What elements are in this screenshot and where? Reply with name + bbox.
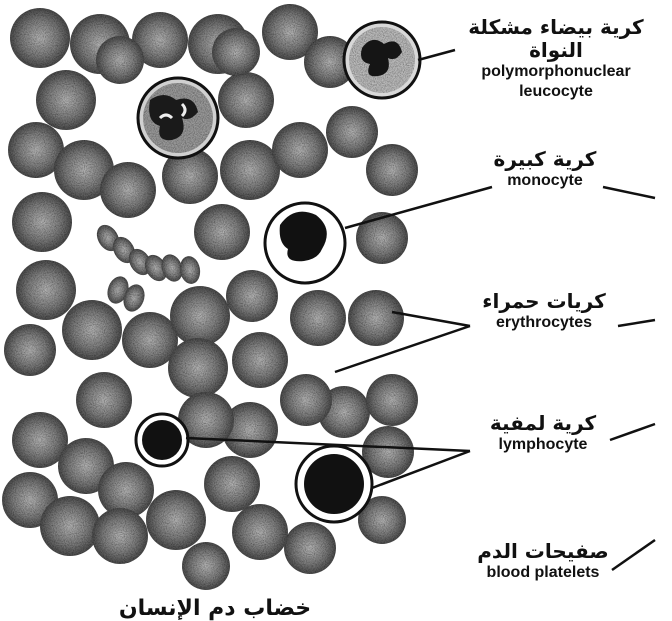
label-polymorphonuclear-arabic: كرية بيضاء مشكلة النواة: [440, 16, 672, 62]
erythrocyte: [280, 374, 332, 426]
erythrocyte: [100, 162, 156, 218]
erythrocyte: [62, 300, 122, 360]
erythrocyte: [212, 28, 260, 76]
label-polymorphonuclear-english: polymorphonuclear: [440, 62, 672, 82]
label-polymorphonuclear-leucocyte: كرية بيضاء مشكلة النواة polymorphonuclea…: [440, 16, 672, 102]
label-erythrocytes-arabic: كريات حمراء: [468, 290, 620, 313]
polymorphonuclear-leucocyte-cell: [344, 22, 420, 98]
erythrocyte: [96, 36, 144, 84]
erythrocyte: [4, 324, 56, 376]
lymphocyte-cell-large: [296, 446, 372, 522]
label-platelets-arabic: صفيحات الدم: [468, 540, 618, 563]
erythrocyte: [10, 8, 70, 68]
erythrocyte: [220, 140, 280, 200]
erythrocyte: [366, 374, 418, 426]
erythrocyte: [356, 212, 408, 264]
polymorphonuclear-leucocyte-cell-2: [138, 78, 218, 158]
monocyte-cell: [265, 203, 345, 283]
erythrocyte: [16, 260, 76, 320]
erythrocyte: [290, 290, 346, 346]
label-lymphocyte-english: lymphocyte: [470, 435, 616, 455]
erythrocyte: [232, 332, 288, 388]
erythrocyte: [36, 70, 96, 130]
erythrocyte: [168, 338, 228, 398]
lymphocyte-cell-small: [136, 414, 188, 466]
erythrocyte: [204, 456, 260, 512]
erythrocyte: [92, 508, 148, 564]
erythrocyte: [146, 490, 206, 550]
erythrocyte: [348, 290, 404, 346]
erythrocyte: [194, 204, 250, 260]
label-erythrocytes-english: erythrocytes: [468, 313, 620, 333]
erythrocyte: [218, 72, 274, 128]
erythrocyte: [232, 504, 288, 560]
erythrocyte: [326, 106, 378, 158]
erythrocyte: [182, 542, 230, 590]
erythrocyte: [226, 270, 278, 322]
label-monocyte-english: monocyte: [480, 171, 610, 191]
label-blood-platelets: صفيحات الدم blood platelets: [468, 540, 618, 583]
label-lymphocyte-arabic: كرية لمفية: [470, 412, 616, 435]
label-lymphocyte: كرية لمفية lymphocyte: [470, 412, 616, 455]
erythrocyte: [170, 286, 230, 346]
label-platelets-english: blood platelets: [468, 563, 618, 583]
erythrocyte: [366, 144, 418, 196]
label-monocyte-arabic: كرية كبيرة: [480, 148, 610, 171]
label-monocyte: كرية كبيرة monocyte: [480, 148, 610, 191]
label-leucocyte-english: leucocyte: [440, 82, 672, 102]
erythrocyte: [272, 122, 328, 178]
erythrocyte: [284, 522, 336, 574]
diagram-caption: خضاب دم الإنسان: [95, 596, 335, 621]
label-erythrocytes: كريات حمراء erythrocytes: [468, 290, 620, 333]
erythrocyte: [12, 192, 72, 252]
erythrocyte: [40, 496, 100, 556]
erythrocyte: [76, 372, 132, 428]
